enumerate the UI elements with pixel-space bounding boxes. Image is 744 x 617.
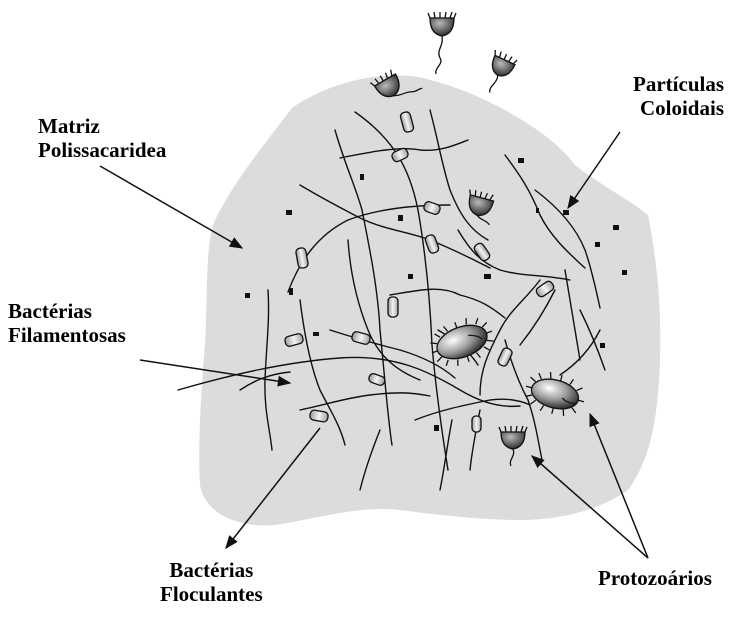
label-bacterias-floculantes: Bactérias Floculantes <box>160 558 263 606</box>
rod-bacterium <box>472 416 481 432</box>
colloidal-particle <box>360 174 364 180</box>
label-particulas-coloidais: Partículas Coloidais <box>633 72 724 120</box>
colloidal-particle <box>484 274 491 279</box>
colloidal-particle <box>518 158 524 163</box>
label-matriz-polissacaridea: Matriz Polissacaridea <box>38 114 166 162</box>
colloidal-particle <box>622 270 627 275</box>
label-particulas-line-1: Partículas <box>633 72 724 96</box>
colloidal-particle <box>313 332 319 336</box>
label-matriz-line-1: Matriz <box>38 114 166 138</box>
colloidal-particle <box>408 274 413 279</box>
stalked-protozoan <box>428 12 456 74</box>
colloidal-particle <box>563 210 569 215</box>
colloidal-particle <box>613 225 619 230</box>
colloidal-particle <box>289 288 293 295</box>
label-filamentosas-line-1: Bactérias <box>8 299 126 323</box>
stalked-protozoan <box>478 49 518 97</box>
label-protozoarios-text: Protozoários <box>598 566 712 590</box>
label-filamentosas-line-2: Filamentosas <box>8 323 126 347</box>
colloidal-particle <box>245 293 250 298</box>
arrow-matriz <box>100 166 242 248</box>
label-floculantes-line-2: Floculantes <box>160 582 263 606</box>
label-particulas-line-2: Coloidais <box>633 96 724 120</box>
colloidal-particle <box>600 343 605 348</box>
colloidal-particle <box>398 215 403 221</box>
colloidal-particle <box>536 208 539 213</box>
label-protozoarios: Protozoários <box>598 566 712 590</box>
colloidal-particle <box>434 425 439 431</box>
label-floculantes-line-1: Bactérias <box>160 558 263 582</box>
colloidal-particle <box>286 210 292 215</box>
rod-bacterium <box>388 297 398 317</box>
label-matriz-line-2: Polissacaridea <box>38 138 166 162</box>
label-bacterias-filamentosas: Bactérias Filamentosas <box>8 299 126 347</box>
colloidal-particle <box>595 242 600 247</box>
